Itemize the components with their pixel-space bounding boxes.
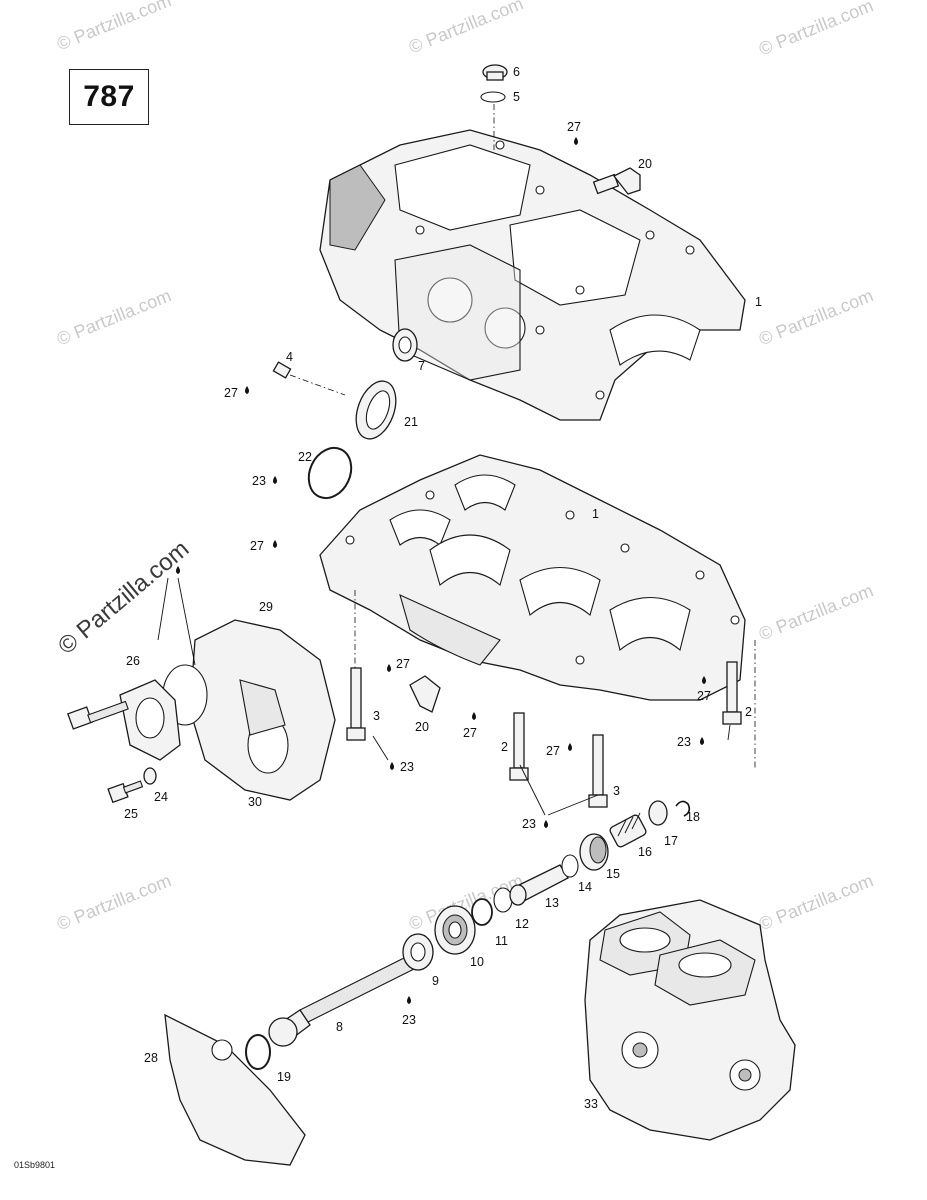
callout: 9: [432, 974, 439, 988]
engine-code: 787: [83, 80, 135, 113]
callout: 12: [515, 917, 529, 931]
oil-drop-icon: [273, 540, 277, 548]
callout: 23: [677, 735, 691, 749]
drawing-reference: 01Sb9801: [14, 1160, 56, 1170]
crank-seal: [392, 328, 418, 362]
callout: 29: [259, 600, 273, 614]
oil-drop-icon: [700, 737, 704, 745]
elbow-fitting-lower: [409, 675, 441, 713]
callout: 33: [584, 1097, 598, 1111]
dowel-pin: [272, 361, 292, 379]
callout: 1: [592, 507, 599, 521]
callout: 27: [463, 726, 477, 740]
callout: 23: [402, 1013, 416, 1027]
oil-drop-icons: [176, 137, 706, 1004]
oil-drop-icon: [702, 676, 706, 684]
callout: 11: [495, 934, 508, 948]
ring: [471, 898, 493, 926]
cup: [648, 800, 668, 826]
screw-small: [107, 780, 144, 804]
callout: 24: [154, 790, 168, 804]
callout: 8: [336, 1020, 343, 1034]
callout: 14: [578, 880, 592, 894]
callout: 23: [522, 817, 536, 831]
callout: 3: [373, 709, 380, 723]
leader-lines: [157, 577, 731, 816]
callout: 6: [513, 65, 520, 79]
oil-drop-icon: [544, 820, 548, 828]
callout: 19: [277, 1070, 291, 1084]
bolt: [346, 667, 366, 741]
drain-plug: [482, 64, 508, 81]
oil-drop-icon: [273, 476, 277, 484]
retaining-ring: [245, 1034, 271, 1070]
washer-14: [561, 854, 579, 878]
callout: 7: [418, 359, 425, 373]
bolt: [722, 661, 742, 725]
callout: 27: [250, 539, 264, 553]
oil-drop-icon: [387, 664, 391, 672]
rotary-valve-cover: [162, 619, 336, 801]
callout: 20: [638, 157, 652, 171]
callout: 4: [286, 350, 293, 364]
callout: 26: [126, 654, 140, 668]
callout-labels: 6 5 27 20 1 4 27 7 21 22 23 1 27 29 26 2…: [124, 65, 762, 1111]
callout: 30: [248, 795, 262, 809]
callout: 23: [252, 474, 266, 488]
rotary-valve-disc: [164, 1013, 306, 1166]
callout: 27: [546, 744, 560, 758]
lower-crankcase: [319, 454, 746, 701]
ball-bearing: [434, 905, 476, 955]
callout: 17: [664, 834, 678, 848]
oil-drop-icon: [390, 762, 394, 770]
oil-seal: [355, 380, 397, 440]
callout: 10: [470, 955, 484, 969]
oil-drop-icon: [176, 566, 180, 574]
circlip: [675, 800, 691, 817]
callout: 18: [686, 810, 700, 824]
callout: 27: [396, 657, 410, 671]
callout: 3: [613, 784, 620, 798]
callout: 21: [404, 415, 418, 429]
callout: 25: [124, 807, 138, 821]
screw: [67, 700, 129, 730]
bolt: [509, 712, 529, 781]
o-ring: [480, 91, 506, 103]
callout: 15: [606, 867, 620, 881]
oil-drop-icon: [568, 743, 572, 751]
oil-drop-icon: [407, 996, 411, 1004]
spring: [609, 812, 647, 848]
shim: [493, 887, 513, 913]
callout: 27: [224, 386, 238, 400]
oil-drop-icon: [245, 386, 249, 394]
callout: 27: [567, 120, 581, 134]
drive-shaft: [268, 949, 429, 1047]
engine-code-badge: 787: [69, 69, 149, 125]
callout: 1: [755, 295, 762, 309]
washer: [143, 767, 157, 785]
engine-assembly: [584, 899, 796, 1141]
sleeve: [509, 864, 569, 906]
callout: 27: [697, 689, 711, 703]
oil-drop-icon: [574, 137, 578, 145]
pinion-gear: [579, 833, 609, 871]
elbow-fitting: [592, 167, 641, 195]
callout: 20: [415, 720, 429, 734]
bolt: [588, 734, 608, 808]
callout: 5: [513, 90, 520, 104]
callout: 13: [545, 896, 559, 910]
o-ring-large: [307, 446, 353, 500]
callout: 16: [638, 845, 652, 859]
callout: 23: [400, 760, 414, 774]
callout: 22: [298, 450, 312, 464]
callout: 28: [144, 1051, 158, 1065]
upper-crankcase: [319, 129, 746, 421]
callout: 2: [501, 740, 508, 754]
callout: 2: [745, 705, 752, 719]
gasket: [119, 679, 181, 761]
oil-drop-icon: [472, 712, 476, 720]
